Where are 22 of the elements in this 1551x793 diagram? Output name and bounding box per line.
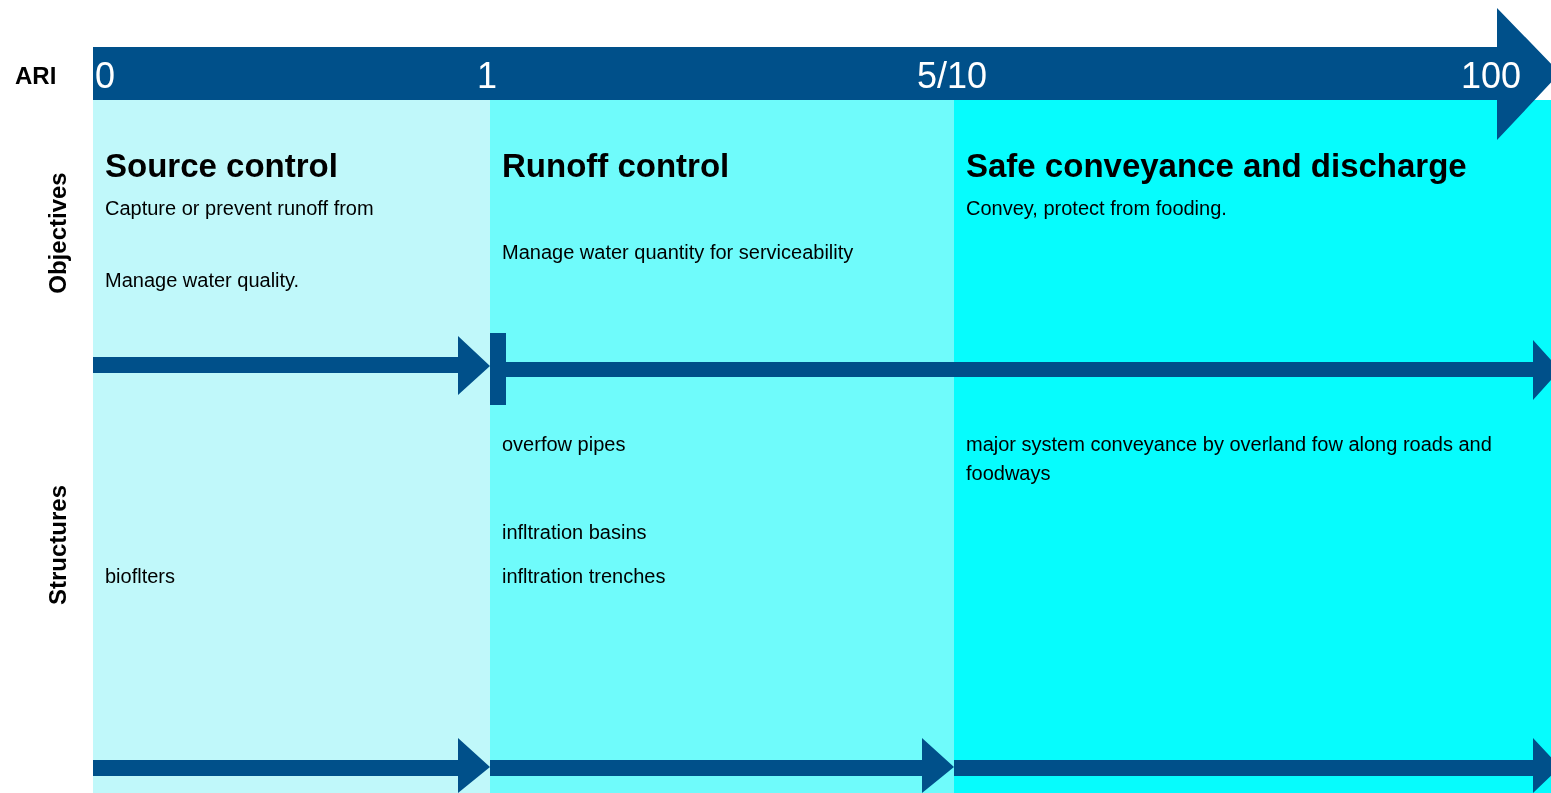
row-label: Objectives (44, 172, 72, 294)
tick-label: 0 (95, 55, 116, 97)
structure-text: infltration trenches (502, 564, 667, 589)
category-band (954, 100, 1551, 793)
tick-label: 1 (477, 55, 498, 97)
objective-text: Convey, protect from fooding. (966, 196, 1228, 221)
objective-text: Manage water quantity for serviceability (502, 240, 855, 265)
row-label: Structures (44, 485, 72, 605)
structure-text: overfow pipes (502, 432, 627, 457)
structure-text: major system conveyance by overland fow along roads and foodways (966, 432, 1493, 486)
tick-label: 100 (1461, 55, 1522, 97)
tick-label: 5/10 (917, 55, 988, 97)
column-heading: Runoff control (502, 146, 731, 186)
axis-label: ARI (15, 62, 57, 90)
category-band (490, 100, 954, 793)
objective-text: Manage water quality. (105, 268, 301, 293)
objective-text: Capture or prevent runoff from (105, 196, 375, 221)
category-band (93, 100, 490, 793)
column-heading: Safe conveyance and discharge (966, 146, 1468, 186)
structure-text: infltration basins (502, 520, 648, 545)
structure-text: bioflters (105, 564, 177, 589)
column-heading: Source control (105, 146, 339, 186)
